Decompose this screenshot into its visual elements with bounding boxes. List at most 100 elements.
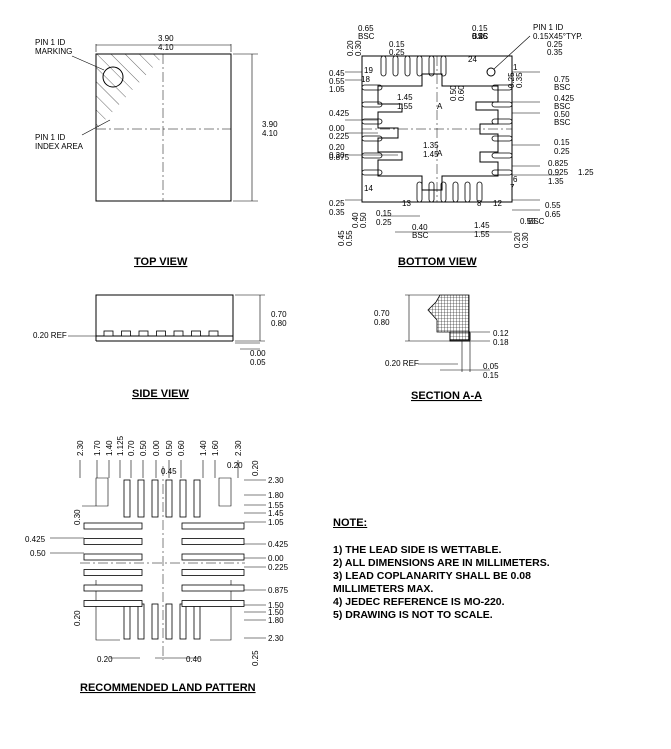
pin-number: 12 (493, 199, 502, 208)
land-pad (181, 553, 245, 561)
dim-text: 0.20 (329, 143, 345, 152)
dim-text: 0.30 (521, 232, 530, 248)
dim-text: 0.18 (493, 338, 509, 347)
lead (464, 181, 471, 203)
note-item: 5) DRAWING IS NOT TO SCALE. (333, 609, 493, 621)
pin-number: 24 (468, 55, 477, 64)
lead (103, 330, 114, 337)
dim-text: 0.25 (507, 72, 516, 88)
dim-text: 0.425 (329, 109, 350, 118)
dim-text: 0.50 (449, 85, 458, 101)
dim-text: 0.60 (457, 85, 466, 101)
dim-text: 1.50 (268, 601, 284, 610)
dim-text: 0.75 (554, 75, 570, 84)
dim-text: 0.50 (139, 440, 148, 456)
dim-text: 0.20 REF (385, 359, 419, 368)
dim-text: 1.125 (116, 435, 125, 456)
lead (361, 169, 383, 176)
dim-text: 3.90 (262, 120, 278, 129)
pin-number: 1 (513, 63, 518, 72)
dim-text: 0.55 (329, 77, 345, 86)
dim-text: 0.35 (515, 72, 524, 88)
dim-text: 0.00 (268, 554, 284, 563)
dim-text: 0.425 (268, 540, 289, 549)
dim-text: 0.00 (329, 124, 345, 133)
dim-text: 0.25 (251, 650, 260, 666)
dim-text: 0.875 (329, 153, 350, 162)
land-pad (193, 603, 201, 640)
dim-text: 0.15 (389, 40, 405, 49)
land-pad (193, 479, 201, 518)
view-title: TOP VIEW (134, 256, 188, 268)
pin-number: 19 (364, 66, 373, 75)
dim-text: 2.30 (268, 634, 284, 643)
dim-text: 0.45 (329, 69, 345, 78)
lead (491, 169, 513, 176)
side-view: 0.70 0.80 0.20 REF 0.00 0.05 SIDE VIEW (33, 294, 287, 400)
dim-text: 1.35 (548, 177, 564, 186)
land-pad (179, 479, 187, 518)
dim-text: 0.50 (165, 440, 174, 456)
dim-text: 0.05 (250, 358, 266, 367)
dim-text: 0.70 (374, 309, 390, 318)
lead (452, 181, 459, 203)
dim-text: 0.25 (547, 40, 563, 49)
lead (476, 181, 483, 203)
land-pad (181, 600, 245, 607)
dim-text: 0.50 (554, 110, 570, 119)
dim-text: 0.25 (472, 32, 488, 41)
dim-text: 0.65 (545, 210, 561, 219)
pin-number: 8 (477, 199, 482, 208)
dim-text: 1.50 (268, 608, 284, 617)
dim-text: 1.55 (397, 102, 413, 111)
dim-text: 1.25 (578, 168, 594, 177)
dim-text: 1.35 (423, 141, 439, 150)
dim-text: 1.60 (211, 440, 220, 456)
top-view: 3.90 4.10 3.90 4.10 PIN 1 ID MARKING PIN… (35, 34, 278, 268)
lead (380, 55, 387, 77)
dim-text: 0.55 (520, 217, 536, 226)
dim-text: 0.20 (251, 460, 260, 476)
pin-number: 18 (361, 75, 370, 84)
lead (416, 55, 423, 77)
lead (121, 330, 131, 337)
land-pad (83, 584, 143, 592)
dim-text: BSC (528, 217, 545, 226)
lead (491, 101, 513, 108)
dim-text: 0.15 (472, 24, 488, 33)
pin-number: 6 (513, 175, 518, 184)
dim-text: 0.00 (152, 440, 161, 456)
dim-text: 0.875 (268, 586, 289, 595)
land-pad (137, 479, 145, 518)
pin1-id-circle (486, 67, 496, 77)
lead (428, 181, 435, 203)
dim-text: 0.05 (483, 362, 499, 371)
dim-text: 0.25 (329, 199, 345, 208)
dim-text: 0.925 (548, 168, 569, 177)
land-pad (181, 584, 245, 592)
dim-text: 2.30 (76, 440, 85, 456)
dim-text: 0.225 (268, 563, 289, 572)
land-pad (83, 553, 143, 561)
dim-text: BSC (554, 118, 571, 127)
dim-text: 0.45 (472, 32, 488, 41)
dim-text: 0.20 (227, 461, 243, 470)
land-pad (151, 603, 159, 640)
note-item: 3) LEAD COPLANARITY SHALL BE 0.08 (333, 570, 531, 582)
lead (440, 55, 447, 77)
pin-number: 14 (364, 184, 373, 193)
dim-text: 1.45 (474, 221, 490, 230)
dim-text: 0.825 (548, 159, 569, 168)
dim-text: 4.10 (158, 43, 174, 52)
dim-text: 1.40 (199, 440, 208, 456)
view-title: SIDE VIEW (132, 388, 189, 400)
dim-text: 0.00 (250, 349, 266, 358)
lead (361, 152, 383, 159)
pin1-id-label: PIN 1 ID (533, 23, 563, 32)
section-aa: 0.70 0.80 0.12 0.18 0.20 REF 0.05 0.15 S… (374, 294, 509, 402)
dim-text: 4.10 (262, 129, 278, 138)
dim-text: 0.25 (389, 48, 405, 57)
dim-text: 1.80 (268, 491, 284, 500)
land-pad (165, 479, 173, 518)
